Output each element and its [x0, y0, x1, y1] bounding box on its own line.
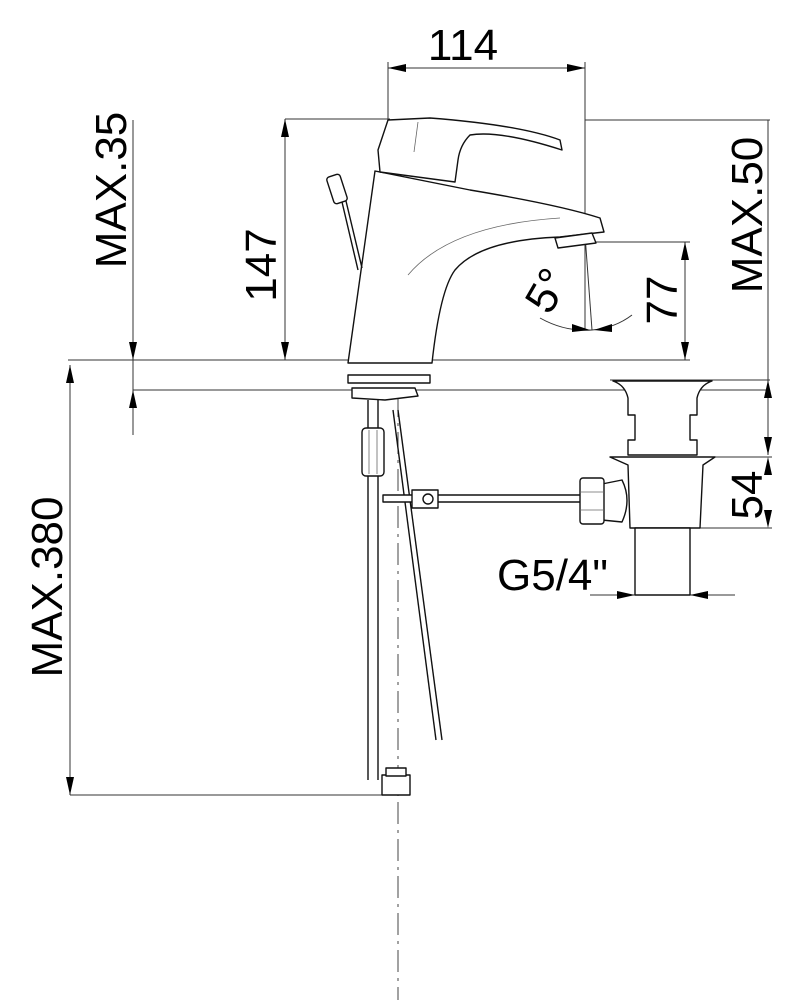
dimension-77: 77 [638, 276, 687, 325]
faucet-body [347, 117, 605, 364]
dimension-114: 114 [428, 21, 498, 70]
dimension-max-50: MAX.50 [723, 137, 772, 294]
angle-5-degrees: 5° [516, 260, 579, 321]
pop-up-rod [382, 489, 584, 509]
drain-thread-label: G5/4" [497, 551, 608, 600]
dimension-147: 147 [237, 228, 286, 301]
lift-rod [326, 173, 363, 271]
drain-assembly [579, 380, 716, 596]
dimension-54: 54 [723, 471, 772, 520]
mounting-nuts [347, 374, 431, 401]
supply-hoses [361, 400, 443, 796]
dimension-max-35: MAX.35 [87, 112, 136, 269]
dimension-max-380: MAX.380 [23, 497, 72, 678]
